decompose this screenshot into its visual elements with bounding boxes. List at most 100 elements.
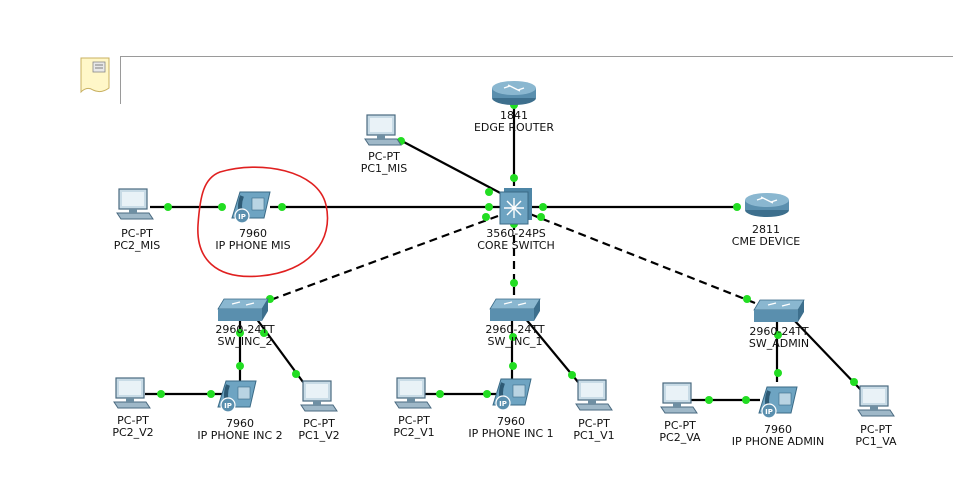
status-dot [537, 213, 545, 221]
ip-phone-mis-icon[interactable]: IP [228, 188, 274, 226]
pc1-mis-label: PC-PT PC1_MIS [361, 151, 408, 175]
device-model: 7960 [225, 417, 254, 430]
status-dot [260, 329, 268, 337]
edge-router-label: 1841 EDGE ROUTER [474, 110, 554, 134]
ip-phone-inc2-icon[interactable]: IP [214, 377, 260, 415]
ip-phone-inc1-label: 7960 IP PHONE INC 1 [468, 416, 553, 440]
pc1-v2-label: PC-PT PC1_V2 [298, 418, 339, 442]
status-dot [743, 295, 751, 303]
device-name: PC2_MIS [113, 239, 161, 252]
ip-phone-inc2-label: 7960 IP PHONE INC 2 [197, 418, 282, 442]
status-dot [483, 390, 491, 398]
device-model: 2960-24TT [749, 325, 809, 338]
status-dot [482, 213, 490, 221]
pc2-v1-icon[interactable] [393, 376, 433, 410]
status-dot [292, 370, 300, 378]
link-core-swinc2 [264, 214, 499, 304]
status-dot [850, 378, 858, 386]
pc1-va-label: PC-PT PC1_VA [855, 424, 896, 448]
status-dot [485, 188, 493, 196]
link-swadmin-pc1va [791, 317, 862, 391]
device-name: IP PHONE INC 2 [197, 429, 283, 442]
pc1-va-icon[interactable] [856, 384, 896, 418]
status-dot [568, 371, 576, 379]
status-dot [218, 203, 226, 211]
status-dot [236, 362, 244, 370]
pc2-mis-icon[interactable] [115, 187, 155, 221]
status-dot [509, 333, 517, 341]
device-model: 2960-24TT [485, 323, 545, 336]
svg-text:IP: IP [224, 402, 232, 410]
link-status-dots [157, 101, 858, 404]
device-name: PC1_VA [855, 435, 897, 448]
edge-router-icon[interactable] [490, 78, 538, 106]
cme-device-label: 2811 CME DEVICE [732, 224, 800, 248]
svg-text:IP: IP [238, 213, 246, 221]
pc2-va-icon[interactable] [659, 381, 699, 415]
ip-phone-inc1-icon[interactable]: IP [489, 375, 535, 413]
device-name: PC2_VA [659, 431, 701, 444]
device-model: 7960 [763, 423, 792, 436]
ip-phone-admin-label: 7960 IP PHONE ADMIN [732, 424, 825, 448]
device-model: 2811 [751, 223, 780, 236]
core-switch-icon[interactable] [498, 186, 536, 226]
device-model: PC-PT [398, 414, 430, 427]
device-model: PC-PT [664, 419, 696, 432]
svg-text:IP: IP [765, 408, 773, 416]
status-dot [236, 329, 244, 337]
pc2-mis-label: PC-PT PC2_MIS [114, 228, 161, 252]
device-name: CME DEVICE [731, 235, 801, 248]
status-dot [509, 362, 517, 370]
pc2-v1-label: PC-PT PC2_V1 [393, 415, 434, 439]
workspace-border-left [120, 56, 121, 104]
pc2-v2-label: PC-PT PC2_V2 [112, 415, 153, 439]
sw-inc2-icon[interactable] [216, 297, 270, 323]
device-name: IP PHONE ADMIN [731, 435, 825, 448]
cme-router-icon[interactable] [743, 190, 791, 218]
sw-admin-icon[interactable] [752, 298, 806, 324]
device-name: PC1_MIS [360, 162, 408, 175]
status-dot [164, 203, 172, 211]
device-model: 3560-24PS [486, 227, 546, 240]
pc1-mis-icon[interactable] [363, 113, 403, 147]
status-dot [539, 203, 547, 211]
workspace-border-top [120, 56, 953, 57]
link-core-swadmin [529, 212, 756, 305]
status-dot [705, 396, 713, 404]
device-model: 1841 [500, 109, 528, 122]
pc1-v2-icon[interactable] [299, 379, 339, 413]
status-dot [774, 369, 782, 377]
pc1-v1-label: PC-PT PC1_V1 [573, 418, 614, 442]
status-dot [207, 390, 215, 398]
device-name: SW_ADMIN [748, 337, 810, 350]
highlight-circle [197, 166, 329, 278]
core-switch-label: 3560-24PS CORE SWITCH [477, 228, 555, 252]
status-dot [742, 396, 750, 404]
sw-inc1-icon[interactable] [488, 297, 542, 323]
device-name: PC1_V1 [573, 429, 615, 442]
status-dot [510, 174, 518, 182]
pc1-v1-icon[interactable] [574, 378, 614, 412]
status-dot [774, 331, 782, 339]
device-name: SW_INC_2 [217, 335, 273, 348]
link-swinc1-pc1v1 [524, 317, 579, 383]
device-model: 7960 [239, 227, 267, 240]
sw-inc1-label: 2960-24TT SW_INC_1 [485, 324, 544, 348]
device-name: CORE SWITCH [477, 239, 555, 252]
status-dot [510, 279, 518, 287]
sw-admin-label: 2960-24TT SW_ADMIN [749, 326, 809, 350]
ip-phone-mis-label: 7960 IP PHONE MIS [215, 228, 290, 252]
device-model: PC-PT [368, 150, 400, 163]
device-name: PC2_V1 [393, 426, 435, 439]
status-dot [733, 203, 741, 211]
device-model: PC-PT [117, 414, 149, 427]
device-model: PC-PT [860, 423, 892, 436]
pc2-v2-icon[interactable] [112, 376, 152, 410]
svg-text:IP: IP [499, 400, 507, 408]
note-icon[interactable] [79, 56, 113, 96]
ip-phone-admin-icon[interactable]: IP [755, 383, 801, 421]
device-name: SW_INC_1 [487, 335, 543, 348]
sw-inc2-label: 2960-24TT SW_INC_2 [215, 324, 274, 348]
status-dot [485, 203, 493, 211]
